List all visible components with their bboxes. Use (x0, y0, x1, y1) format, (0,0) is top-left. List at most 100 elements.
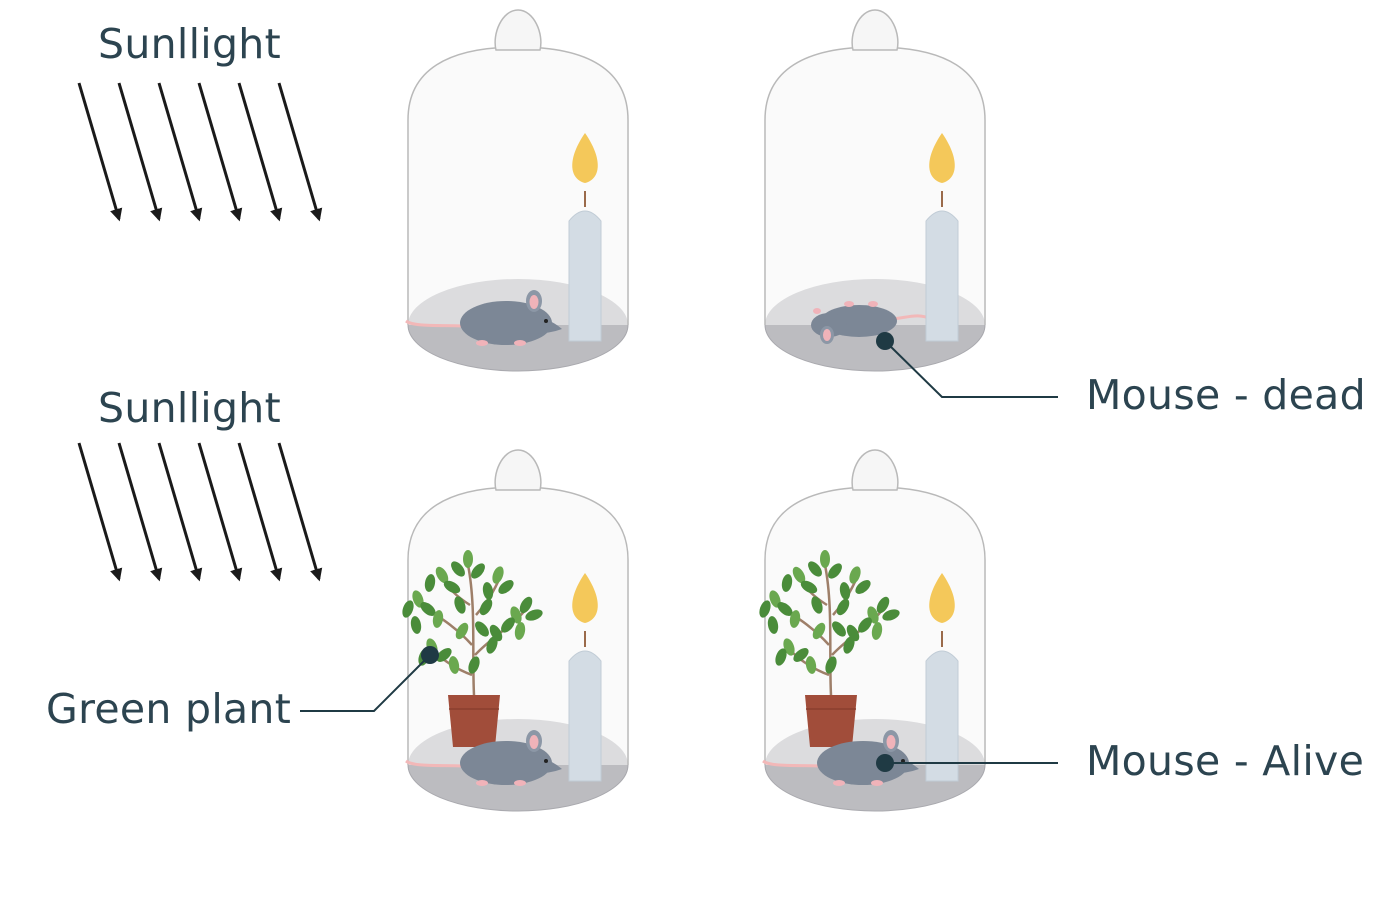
jar-base-edge (764, 324, 986, 372)
candle-flame (929, 133, 955, 183)
mouse-tail (405, 759, 463, 768)
sunlight-arrow (197, 442, 243, 582)
green-plant (402, 550, 543, 747)
plant-leaf (800, 580, 818, 594)
plant-stem (823, 564, 833, 696)
plant-leaf (455, 622, 469, 640)
sunlight-label-top: Sunllight (98, 20, 281, 68)
plant-leaf (498, 580, 514, 594)
mouse-foot (871, 780, 883, 786)
mouse-foot (476, 780, 488, 786)
mouse-foot (476, 340, 488, 346)
plant-leaf (769, 590, 781, 608)
mouse (405, 730, 562, 786)
plant-leaf (482, 582, 494, 600)
bell-jar-bottom-left (402, 449, 629, 812)
plant-leaf (424, 574, 436, 592)
mouse (405, 290, 562, 346)
candle-flame (572, 573, 598, 623)
mouse-ear-inner (823, 329, 831, 341)
plant-leaf (454, 596, 466, 614)
plant-leaf (832, 621, 846, 637)
sunlight-arrow (237, 82, 283, 222)
bell-jars (402, 9, 986, 812)
plant-leaf (486, 636, 498, 654)
mouse-eye (544, 319, 548, 323)
glass-knob (851, 9, 899, 51)
jar-base-edge (407, 324, 629, 372)
mouse-ear-inner (529, 735, 539, 749)
plant-leaf (820, 550, 830, 568)
callout-line (884, 340, 1058, 398)
mouse-foot (514, 780, 526, 786)
mouse (762, 730, 919, 786)
mouse-head (811, 313, 847, 337)
plant-leaf (808, 561, 822, 577)
callout-dot (876, 332, 894, 350)
glass-knob (851, 449, 899, 491)
plant-leaf (514, 622, 526, 640)
sunlight-arrow (117, 82, 163, 222)
glass-knob (494, 449, 542, 491)
plant-leaf (475, 621, 489, 637)
sunlight-arrows-top (77, 82, 323, 222)
callout-dot (876, 754, 894, 772)
plant-leaf (811, 596, 823, 614)
plant-leaf (479, 598, 493, 616)
plant-leaf (871, 622, 883, 640)
callout-line (300, 654, 431, 712)
plant-leaf (463, 550, 473, 568)
candle-flame (572, 133, 598, 183)
plant-leaf (836, 598, 850, 616)
plant-leaf (412, 590, 424, 608)
bell-jar-top-right (764, 9, 986, 372)
plant-leaf (777, 602, 793, 616)
plant-stem (466, 564, 476, 696)
green-plant-callout (300, 646, 439, 712)
mouse-foot (868, 301, 878, 307)
dead-mouse (811, 301, 932, 344)
sunlight-arrow (197, 82, 243, 222)
mouse-foot (813, 308, 821, 314)
mouse-body (460, 301, 552, 345)
mouse-head (524, 756, 562, 774)
bell-jar-top-left (405, 9, 629, 372)
sunlight-label-bottom: Sunllight (98, 384, 281, 432)
callout-dot (421, 646, 439, 664)
mouse-foot (514, 340, 526, 346)
plant-leaf (793, 648, 809, 662)
candle-body (925, 210, 959, 342)
sunlight-arrow (157, 82, 203, 222)
plant-leaf (828, 563, 842, 579)
plant-leaf (882, 609, 900, 621)
plant-leaf (525, 609, 543, 621)
plant-leaf (436, 648, 452, 662)
glass-knob (494, 9, 542, 51)
plant-leaf (767, 616, 779, 634)
plant-leaf (849, 566, 861, 584)
mouse-ear-inner (529, 295, 539, 309)
candle (568, 573, 602, 782)
candle-body (568, 210, 602, 342)
plant-leaf (402, 600, 414, 618)
plant-leaf (471, 563, 485, 579)
jar-base-edge (764, 764, 986, 812)
plant-pot (448, 695, 500, 747)
sunlight-arrow (77, 442, 123, 582)
plant-leaf (420, 602, 436, 616)
plant-leaf (839, 582, 851, 600)
plant-leaf (435, 566, 449, 584)
candle (925, 133, 959, 342)
mouse-ear-inner (886, 735, 896, 749)
candle (568, 133, 602, 342)
plant-leaf (775, 648, 787, 666)
sunlight-arrow (157, 442, 203, 582)
mouse-dead-callout (876, 332, 1058, 398)
bell-jar-bottom-right (759, 449, 986, 812)
plant-leaf (759, 600, 771, 618)
plant-leaf (519, 596, 533, 614)
plant-leaf (858, 617, 872, 633)
mouse-body (817, 741, 909, 785)
mouse-alive-callout (876, 754, 1058, 772)
